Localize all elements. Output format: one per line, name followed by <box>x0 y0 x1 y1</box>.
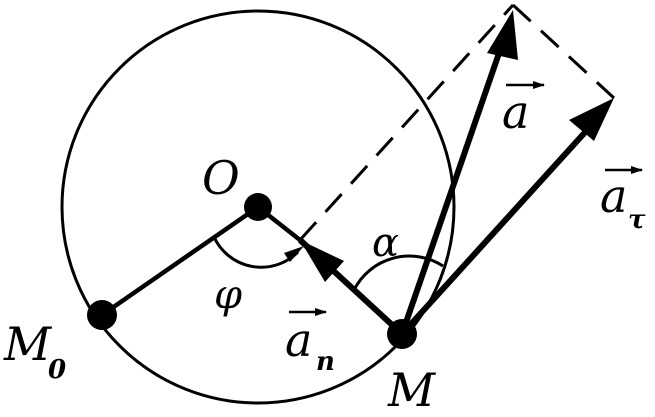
accel-normal-arrowhead <box>300 240 344 282</box>
dashed-parallel-line-left <box>298 3 515 242</box>
angle-phi-arrowhead <box>284 246 304 262</box>
angle-alpha-arc <box>352 254 444 291</box>
accel-total-vector <box>399 29 510 335</box>
label-start-point-sub: 0 <box>48 355 66 385</box>
radius-om0-line <box>100 205 260 317</box>
label-accel-normal-sub: n <box>316 347 335 377</box>
label-accel-normal: a <box>285 313 312 367</box>
label-accel-tangential-sub: τ <box>628 205 646 235</box>
accel-total-arrowhead <box>487 10 518 60</box>
dashed-parallel-line-right <box>511 3 616 100</box>
accel-tangential-arrowhead <box>569 98 614 141</box>
label-angle-phi: φ <box>214 272 242 318</box>
label-point-m: M <box>387 363 437 417</box>
label-accel-total: a <box>502 85 529 139</box>
label-accel-tangential: a <box>600 169 627 223</box>
angle-phi-arc <box>212 236 300 269</box>
label-center-o: O <box>202 151 240 205</box>
trajectory-circle <box>60 9 456 405</box>
start-point-m0 <box>87 300 117 330</box>
moving-point-m <box>387 319 417 349</box>
label-angle-alpha: α <box>372 220 399 266</box>
accel-tangential-vector <box>399 115 601 337</box>
center-point-o <box>244 193 272 221</box>
label-start-point-m: M <box>3 317 53 371</box>
